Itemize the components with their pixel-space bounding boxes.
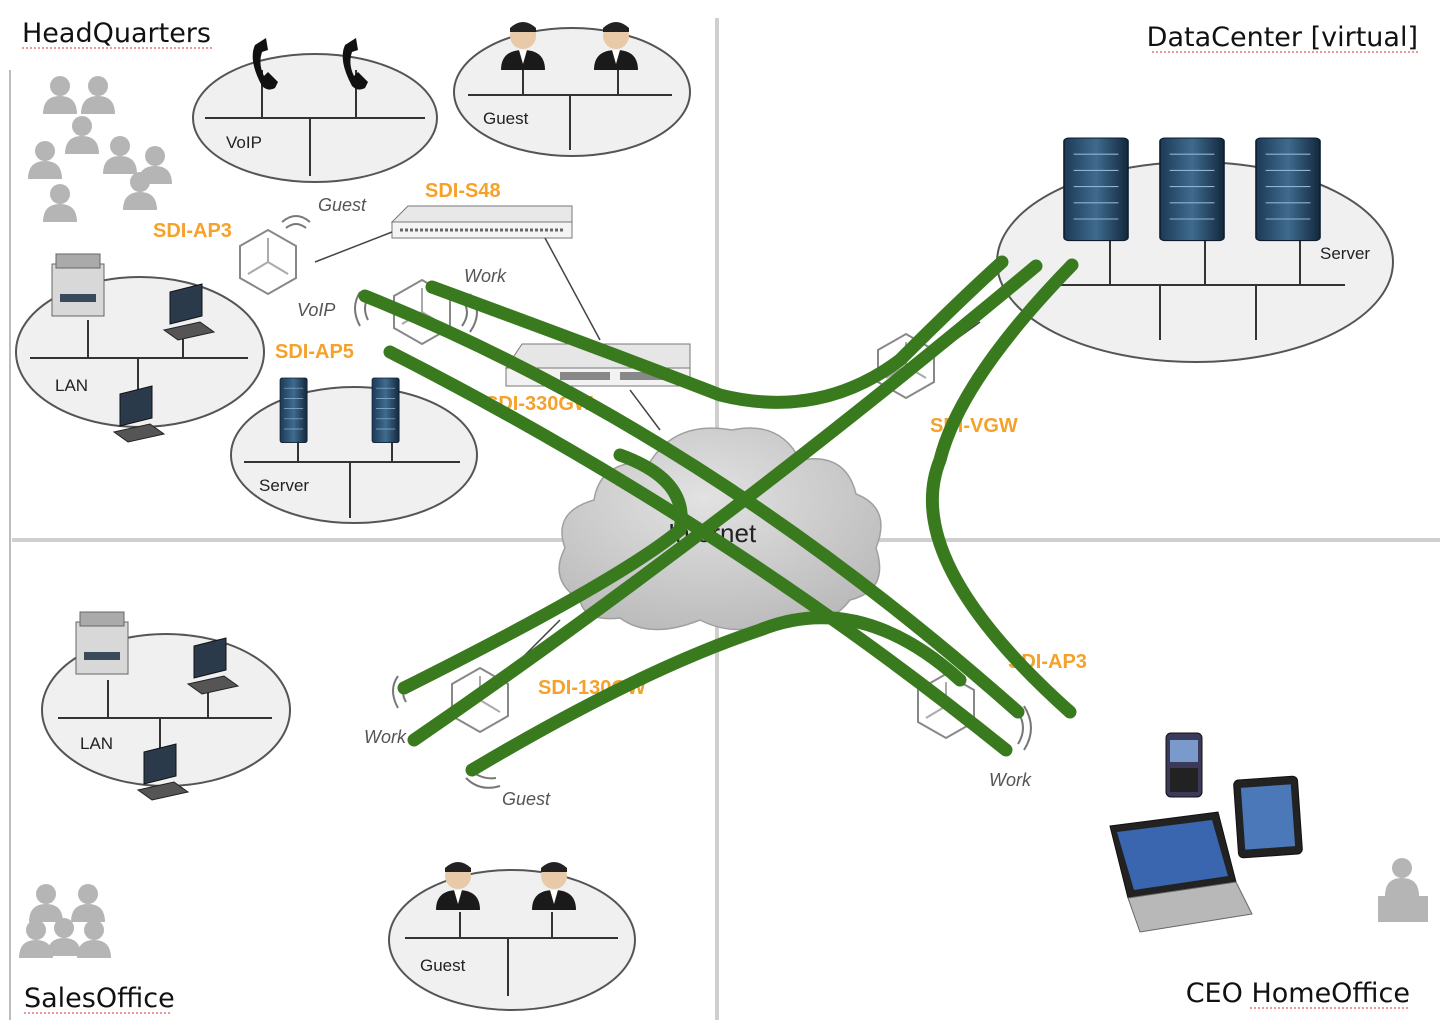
server-rack-icon	[1063, 137, 1129, 242]
phone-icon	[342, 38, 368, 90]
printer-icon	[51, 253, 105, 317]
printer-icon	[75, 611, 129, 675]
dc-server-network: Server	[996, 137, 1394, 363]
hq-voip-label: VoIP	[226, 133, 262, 152]
hq-users-group-icon	[28, 76, 172, 222]
hq-ssid-work: Work	[464, 266, 507, 286]
tablet-icon	[1233, 775, 1303, 859]
sales-ssid-guest: Guest	[502, 789, 551, 809]
hq-guest-network: Guest	[453, 22, 691, 157]
hq-guest-label: Guest	[483, 109, 529, 128]
hq-ap3-icon	[239, 229, 297, 295]
sales-guest-network: Guest	[388, 862, 636, 1011]
hq-ap5-label: SDI-AP5	[275, 341, 354, 363]
sales-lan-label: LAN	[80, 734, 113, 753]
region-ceo-homeoffice: CEO HomeOffice	[1186, 978, 1410, 1009]
hq-lan-network: LAN	[15, 253, 265, 443]
region-datacenter: DataCenter [virtual]	[1147, 22, 1418, 53]
hq-switch-icon	[390, 205, 573, 239]
ceo-user-icon	[1385, 858, 1419, 896]
strike-through-overlay	[358, 255, 1079, 777]
wifi-signal-icon	[281, 215, 311, 229]
smartphone-icon	[1165, 732, 1203, 798]
phone-icon	[252, 38, 278, 90]
server-rack-icon	[371, 377, 400, 443]
hq-ssid-guest: Guest	[318, 195, 367, 215]
hq-ap3-label: SDI-AP3	[153, 220, 232, 242]
hq-server-label: Server	[259, 476, 309, 495]
hq-switch-label: SDI-S48	[425, 180, 501, 202]
ceo-user-body	[1378, 896, 1428, 922]
region-headquarters: HeadQuarters	[22, 18, 211, 49]
hq-ssid-voip: VoIP	[297, 300, 335, 320]
hq-voip-network: VoIP	[192, 38, 438, 183]
hq-gateway-label: SDI-330GW	[485, 393, 593, 415]
dc-server-label: Server	[1320, 244, 1370, 263]
sales-users-group-icon	[19, 884, 111, 958]
hq-server-network: Server	[230, 377, 478, 524]
hq-lan-label: LAN	[55, 376, 88, 395]
server-rack-icon	[1159, 137, 1225, 242]
server-rack-icon	[1255, 137, 1321, 242]
sales-lan-network: LAN	[41, 611, 291, 801]
sales-ssid-work: Work	[364, 727, 407, 747]
laptop-icon	[1109, 811, 1253, 933]
server-rack-icon	[279, 377, 308, 443]
ceo-ssid-work: Work	[989, 770, 1032, 790]
region-salesoffice: SalesOffice	[24, 983, 175, 1014]
sales-guest-label: Guest	[420, 956, 466, 975]
